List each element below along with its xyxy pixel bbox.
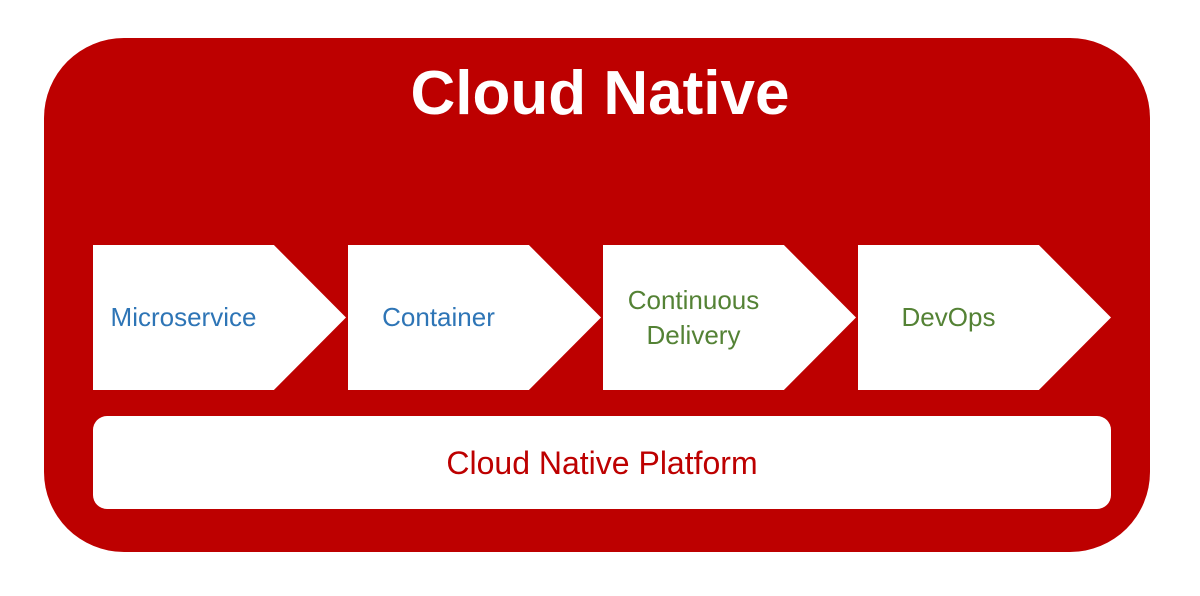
step-label-continuous-delivery: Continuous Delivery bbox=[627, 284, 760, 350]
step-label-devops: DevOps bbox=[901, 302, 996, 332]
diagram-title: Cloud Native bbox=[410, 59, 790, 128]
step-label-microservice: Microservice bbox=[110, 302, 257, 332]
platform-box: Cloud Native Platform bbox=[93, 416, 1111, 509]
step-label-container: Container bbox=[382, 302, 495, 332]
platform-label: Cloud Native Platform bbox=[446, 444, 758, 481]
